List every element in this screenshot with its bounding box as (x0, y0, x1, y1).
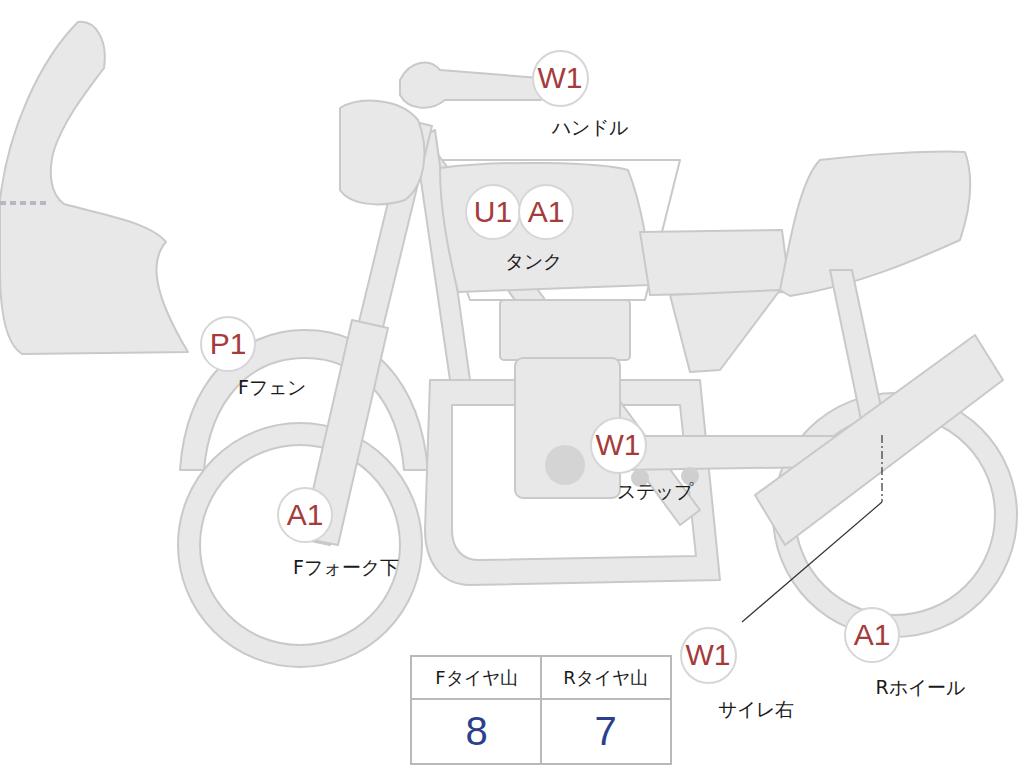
tread-table: Fタイヤ山 Rタイヤ山 8 7 (410, 655, 672, 765)
callout-circle: P1 (200, 316, 256, 372)
tread-value: 7 (594, 709, 616, 754)
callout-code: W1 (592, 419, 645, 472)
table-cell: Rタイヤ山 (541, 657, 670, 699)
table-header: Rタイヤ山 (563, 666, 648, 690)
callout-circle: W1 (532, 50, 589, 107)
callout-code: P1 (202, 318, 254, 370)
part-name: サイレ右 (718, 697, 794, 723)
table-cell: 7 (541, 699, 670, 763)
callout-circle: W1 (590, 417, 647, 474)
callout-circle: A1 (277, 487, 333, 543)
part-name: ハンドル (552, 115, 628, 141)
callout-circle: U1 (465, 184, 521, 240)
part-name: Rホイール (875, 675, 964, 701)
part-name: ステップ (617, 479, 693, 505)
part-name: Fフェン (238, 375, 306, 401)
tread-value: 8 (465, 709, 487, 754)
callout-code: W1 (682, 629, 735, 682)
callout-code: A1 (520, 186, 572, 238)
callout-code: W1 (534, 52, 587, 105)
part-name: Fフォーク下 (293, 555, 399, 581)
callout-code: U1 (467, 186, 519, 238)
callout-code: A1 (846, 609, 898, 661)
table-cell: 8 (412, 699, 541, 763)
part-name: タンク (505, 249, 562, 275)
table-cell: Fタイヤ山 (412, 657, 541, 699)
table-header: Fタイヤ山 (435, 666, 517, 690)
callout-circle: W1 (680, 627, 737, 684)
callout-circle: A1 (518, 184, 574, 240)
callout-circle: A1 (844, 607, 900, 663)
callout-code: A1 (279, 489, 331, 541)
